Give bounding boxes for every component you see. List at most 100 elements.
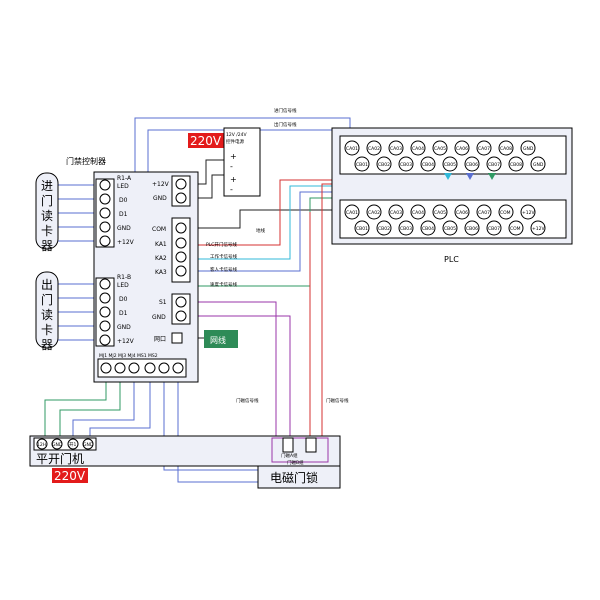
plc-terminal-label: CA02 xyxy=(368,146,380,152)
relay-terminal-strip xyxy=(171,217,191,283)
entry-reader-char: 门 xyxy=(41,193,53,208)
plc-terminal xyxy=(376,156,392,172)
plc-terminal-label: CB04 xyxy=(422,226,434,232)
network-port-label: 网口 xyxy=(154,336,166,343)
plc-terminal-label: CB06 xyxy=(466,226,478,232)
power-supply-body xyxy=(223,127,261,197)
signal-label-exit: 出门信号线 xyxy=(274,121,297,128)
plc-terminal-label: CA06 xyxy=(456,210,468,216)
terminal-screw xyxy=(51,438,63,450)
gate-label: 平开门机 xyxy=(36,451,84,466)
power-label: GND xyxy=(153,195,167,202)
plc: PLC CA01 CA02 CA03 CA04 CA05 CA06 CA07 C… xyxy=(331,127,573,264)
network-port xyxy=(171,332,183,344)
gate-voltage-label: 220V xyxy=(54,469,86,483)
gate-terminal-strip xyxy=(33,437,97,451)
terminal-screw xyxy=(175,192,187,204)
exit-reader-char: 出 xyxy=(41,278,53,292)
plc-terminal xyxy=(366,140,382,156)
plc-terminal-label: CA08 xyxy=(500,146,512,152)
exit-card-reader: 出 门 读 卡 器 xyxy=(35,271,59,352)
plc-terminal-label: CB01 xyxy=(356,162,368,168)
signal-label-guest-card: 客人卡信号线 xyxy=(210,266,237,273)
terminal-screw xyxy=(175,265,187,277)
plc-terminal xyxy=(354,156,370,172)
exit-reader-char: 读 xyxy=(41,308,53,322)
signal-label-work-card: 工作卡信号线 xyxy=(210,253,237,260)
plc-terminal-label: COM xyxy=(510,226,521,232)
signal-labels: 进门信号线 出门信号线 地线 PLC开门信号线 工作卡信号线 客人卡信号线 速度… xyxy=(206,107,349,404)
power-voltage-label: 220V xyxy=(190,134,222,148)
plc-terminal xyxy=(464,156,480,172)
switch-label: GND xyxy=(152,314,166,321)
plc-terminal xyxy=(498,204,514,220)
plc-terminal-label: CA05 xyxy=(434,146,446,152)
plc-terminal xyxy=(366,204,382,220)
pin-label: GND xyxy=(117,225,131,232)
power-terminal-label: - xyxy=(230,185,233,194)
plc-top-lower: CB01 CB02 CB03 CB04 CB05 CB06 CB07 CB08 … xyxy=(354,156,546,172)
plc-terminal xyxy=(476,204,492,220)
plc-terminal xyxy=(530,220,546,236)
controller-title: 门禁控制器 xyxy=(66,156,106,166)
controller-power-terminals: +12V GND xyxy=(152,175,191,207)
plc-terminal-label: CA04 xyxy=(412,146,424,152)
signal-label-plc-open: PLC开门信号线 xyxy=(206,241,237,248)
plc-terminal-label: CA02 xyxy=(368,210,380,216)
signal-label-entry: 进门信号线 xyxy=(274,107,297,114)
lock-body xyxy=(257,465,341,489)
plc-terminal xyxy=(344,204,360,220)
terminal-screw xyxy=(99,179,111,191)
terminal-screw xyxy=(99,334,111,346)
arrow-icon xyxy=(444,173,452,180)
plc-terminal xyxy=(432,204,448,220)
pin-label: D1 xyxy=(119,310,128,317)
power-voltage-tag xyxy=(188,133,224,148)
plc-terminal xyxy=(420,220,436,236)
terminal-screw xyxy=(175,296,187,308)
access-controller: 门禁控制器 R1-A LED D0 D1 GND +12V R1-B L xyxy=(66,156,238,383)
terminal-screw xyxy=(175,222,187,234)
arrow-icon xyxy=(488,173,496,180)
plc-terminal-label: CB05 xyxy=(444,226,456,232)
exit-reader-char: 器 xyxy=(41,338,53,352)
plc-terminal-label: COM xyxy=(500,210,511,216)
plc-terminal xyxy=(442,156,458,172)
plc-terminal xyxy=(442,220,458,236)
pin-label: D0 xyxy=(119,197,128,204)
plc-top-upper: CA01 CA02 CA03 CA04 CA05 CA06 CA07 CA08 … xyxy=(344,140,536,156)
terminal-screw xyxy=(99,193,111,205)
terminal-screw xyxy=(99,320,111,332)
gate-terminal-label: GND xyxy=(52,442,63,448)
plc-terminal-label: GND xyxy=(533,162,544,168)
pin-label: LED xyxy=(117,282,129,289)
signal-label-door-magnet-right: 门磁信号线 xyxy=(326,397,349,404)
reader-b-terminal-block: R1-B LED D0 D1 GND +12V xyxy=(95,274,135,347)
plc-terminal-label: CA07 xyxy=(478,210,490,216)
plc-terminal-label: CA07 xyxy=(478,146,490,152)
gate-terminal-label: 开1 xyxy=(69,442,76,448)
relay-label: KA3 xyxy=(155,269,167,276)
plc-terminal xyxy=(486,220,502,236)
entry-reader-char: 卡 xyxy=(41,224,53,238)
network-tag-label: 网线 xyxy=(210,335,226,345)
reader-b-block-title: R1-B xyxy=(117,274,131,281)
terminal-screw xyxy=(99,306,111,318)
plc-terminal-label: CB05 xyxy=(444,162,456,168)
lock-wire-group xyxy=(271,437,329,463)
plc-terminal xyxy=(530,156,546,172)
terminal-screw xyxy=(99,207,111,219)
entry-card-reader: 进 门 读 卡 器 xyxy=(35,172,59,253)
terminal-screw xyxy=(99,292,111,304)
controller-relay-terminals: COM KA1 KA2 KA3 xyxy=(152,217,191,283)
lock-connector xyxy=(305,437,317,453)
plc-terminal-label: CA03 xyxy=(390,210,402,216)
plc-terminal xyxy=(432,140,448,156)
power-supply-title: 12V /24V xyxy=(226,132,247,138)
network-tag xyxy=(204,330,238,348)
plc-terminal xyxy=(508,220,524,236)
gate-voltage-tag xyxy=(52,468,88,483)
pin-label: GND xyxy=(117,324,131,331)
relay-label: KA1 xyxy=(155,241,167,248)
plc-terminal-label: CB04 xyxy=(422,162,434,168)
